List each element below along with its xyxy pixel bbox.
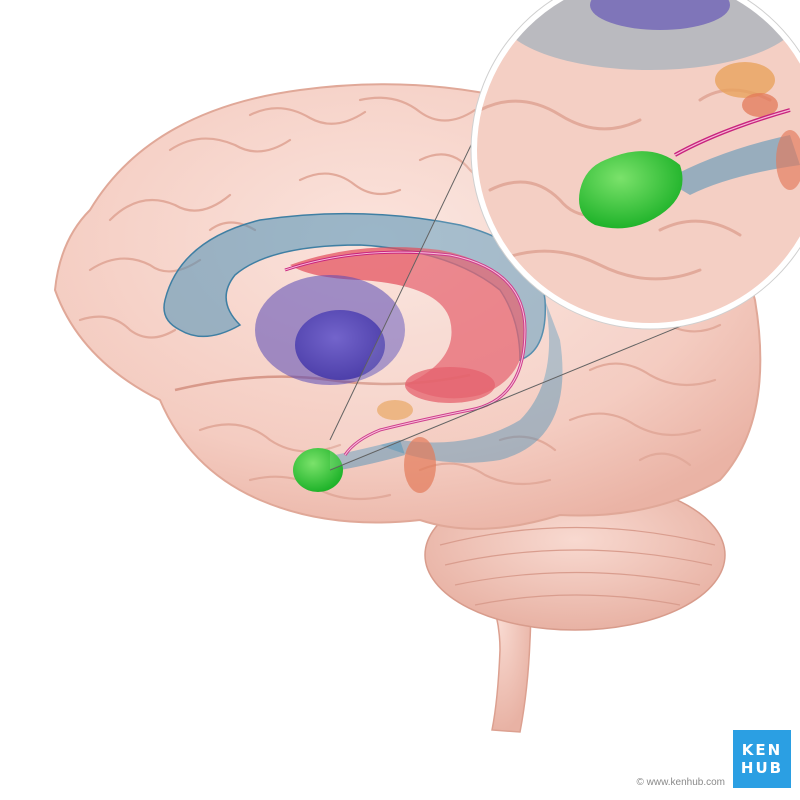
logo-text-line1: KEN (741, 741, 783, 759)
logo-text-line2: HUB (740, 759, 784, 777)
caudate-nucleus (290, 247, 525, 403)
stria-terminalis (284, 250, 527, 456)
zoom-connector (329, 94, 721, 471)
thalamus (255, 275, 405, 385)
kenhub-logo[interactable]: KEN HUB (733, 730, 791, 788)
copyright-text: © www.kenhub.com (636, 777, 725, 788)
zoom-inset (470, 0, 800, 330)
amygdala (293, 448, 343, 492)
orange-structure (377, 400, 436, 493)
